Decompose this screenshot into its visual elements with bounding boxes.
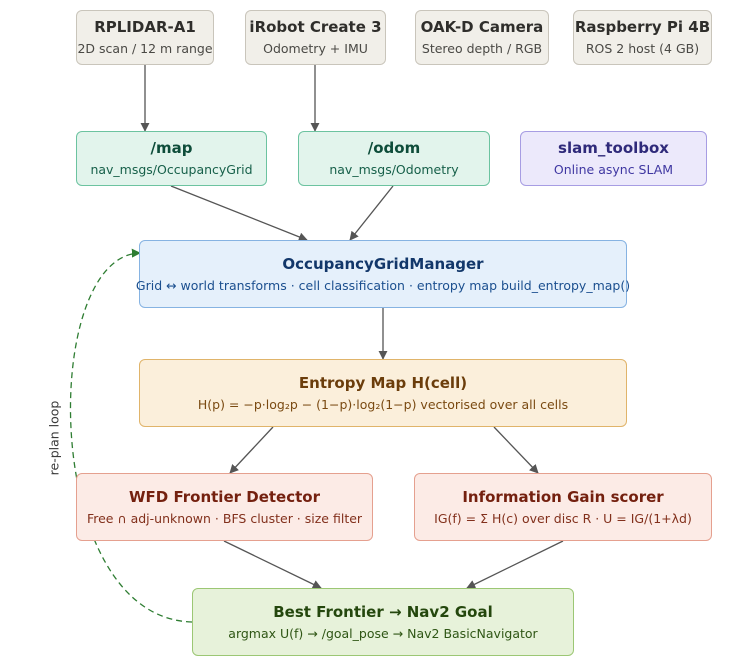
node-title: /map [150, 139, 193, 157]
edge-ig-to-best [466, 540, 564, 589]
node-subtitle: Stereo depth / RGB [421, 41, 543, 56]
node-title: Entropy Map H(cell) [298, 373, 468, 392]
edge-entropy-to-ig [493, 426, 539, 474]
node-create3: iRobot Create 3 Odometry + IMU [245, 10, 386, 65]
node-subtitle: argmax U(f) → /goal_pose → Nav2 BasicNav… [228, 625, 538, 641]
node-title: /odom [367, 139, 421, 157]
node-subtitle: nav_msgs/Odometry [329, 162, 459, 177]
node-oakd: OAK-D Camera Stereo depth / RGB [415, 10, 549, 65]
node-subtitle: H(p) = −p·log₂p − (1−p)·log₂(1−p) vector… [197, 396, 569, 412]
node-title: OAK-D Camera [420, 18, 544, 36]
node-title: WFD Frontier Detector [129, 487, 320, 506]
edge-wfd-to-best [223, 540, 322, 589]
replan-loop-label: re-plan loop [46, 400, 62, 476]
node-title: slam_toolbox [558, 139, 669, 157]
edge-replan-loop [69, 248, 193, 623]
edge-entropy-to-wfd [229, 426, 274, 474]
node-entropy-map: Entropy Map H(cell) H(p) = −p·log₂p − (1… [139, 359, 627, 427]
edge-odom-to-ogm [349, 185, 394, 241]
node-occupancy-grid-manager: OccupancyGridManager Grid ↔ world transf… [135, 240, 631, 308]
node-slam-toolbox: slam_toolbox Online async SLAM [520, 131, 707, 186]
node-subtitle: Free ∩ adj-unknown · BFS cluster · size … [86, 510, 363, 526]
node-information-gain-scorer: Information Gain scorer IG(f) = Σ H(c) o… [414, 473, 712, 541]
node-rplidar: RPLIDAR-A1 2D scan / 12 m range [76, 10, 214, 65]
node-subtitle: ROS 2 host (4 GB) [585, 41, 700, 56]
node-subtitle: Grid ↔ world transforms · cell classific… [135, 277, 631, 293]
node-subtitle: 2D scan / 12 m range [77, 41, 213, 56]
node-title: RPLIDAR-A1 [94, 18, 196, 36]
node-wfd-frontier-detector: WFD Frontier Detector Free ∩ adj-unknown… [76, 473, 373, 541]
node-title: iRobot Create 3 [249, 18, 382, 36]
node-title: Best Frontier → Nav2 Goal [273, 602, 493, 621]
edge-map-to-ogm [170, 185, 308, 242]
node-subtitle: IG(f) = Σ H(c) over disc R · U = IG/(1+λ… [434, 510, 692, 526]
node-subtitle: nav_msgs/OccupancyGrid [90, 162, 253, 177]
node-best-frontier: Best Frontier → Nav2 Goal argmax U(f) → … [192, 588, 574, 656]
node-title: OccupancyGridManager [282, 254, 484, 273]
node-map-topic: /map nav_msgs/OccupancyGrid [76, 131, 267, 186]
node-subtitle: Online async SLAM [553, 162, 674, 177]
node-rpi: Raspberry Pi 4B ROS 2 host (4 GB) [573, 10, 712, 65]
node-title: Raspberry Pi 4B [574, 18, 711, 36]
node-odom-topic: /odom nav_msgs/Odometry [298, 131, 490, 186]
node-title: Information Gain scorer [462, 487, 664, 506]
node-subtitle: Odometry + IMU [263, 41, 368, 56]
